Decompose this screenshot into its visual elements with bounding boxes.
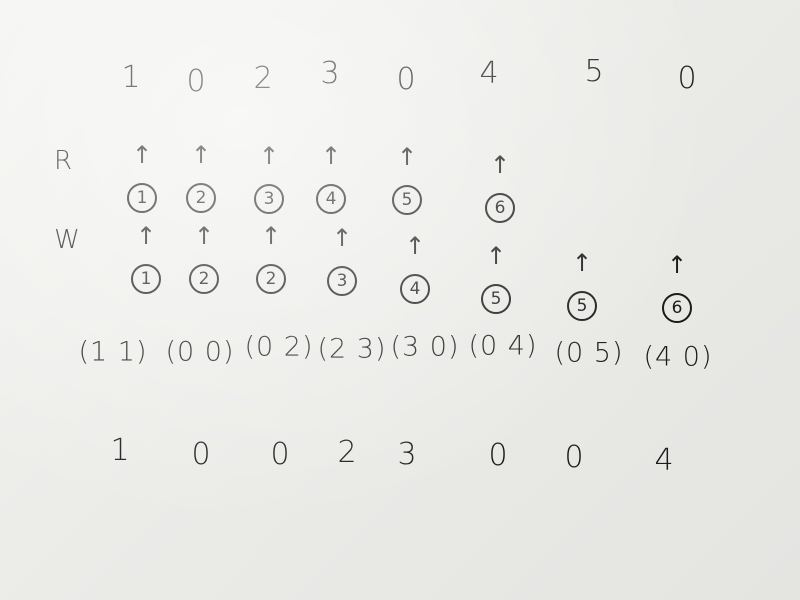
top-digit: 0 (186, 64, 206, 99)
write-pointer: ↑ 6 (657, 251, 697, 323)
pair: (2 3) (317, 333, 387, 365)
up-arrow-icon: ↑ (331, 224, 353, 252)
read-pointer: ↑ 4 (311, 142, 351, 214)
write-pointer-value: 5 (481, 284, 511, 314)
top-digit: 0 (677, 61, 697, 96)
write-pointer: ↑ 3 (322, 224, 362, 296)
bottom-digit: 0 (488, 438, 508, 473)
bottom-digit: 4 (654, 443, 674, 478)
write-pointer: ↑ 4 (395, 232, 435, 304)
write-pointer-value: 2 (189, 264, 219, 294)
read-pointer: ↑ 3 (249, 142, 289, 214)
read-pointer: ↑ 5 (387, 143, 427, 215)
pair: (0 4) (468, 330, 538, 362)
read-pointer-value: 2 (186, 183, 216, 213)
top-digit: 5 (584, 54, 604, 89)
read-pointer: ↑ 1 (122, 141, 162, 213)
write-pointer: ↑ 5 (562, 249, 602, 321)
write-pointer: ↑ 1 (126, 222, 166, 294)
top-digit: 0 (396, 62, 416, 97)
up-arrow-icon: ↑ (396, 143, 418, 171)
pair: (4 0) (643, 341, 713, 373)
bottom-digit: 3 (397, 437, 417, 472)
read-pointer-value: 5 (392, 185, 422, 215)
pair: (0 0) (165, 336, 235, 368)
write-pointer-value: 5 (567, 291, 597, 321)
read-pointer-value: 1 (127, 183, 157, 213)
read-pointer-value: 6 (485, 193, 515, 223)
bottom-digit: 0 (564, 440, 584, 475)
read-label: R (53, 146, 73, 176)
write-pointer-value: 2 (256, 264, 286, 294)
up-arrow-icon: ↑ (320, 142, 342, 170)
write-label: W (54, 225, 80, 255)
write-pointer: ↑ 2 (251, 222, 291, 294)
write-pointer-value: 6 (662, 293, 692, 323)
up-arrow-icon: ↑ (260, 222, 282, 250)
up-arrow-icon: ↑ (258, 142, 280, 170)
read-pointer: ↑ 6 (480, 151, 520, 223)
up-arrow-icon: ↑ (190, 141, 212, 169)
pair: (0 2) (244, 331, 314, 363)
top-digit: 4 (479, 56, 499, 91)
write-pointer-value: 4 (400, 274, 430, 304)
up-arrow-icon: ↑ (489, 151, 511, 179)
up-arrow-icon: ↑ (404, 232, 426, 260)
pair: (0 5) (554, 337, 624, 369)
read-pointer: ↑ 2 (181, 141, 221, 213)
read-pointer-value: 3 (254, 184, 284, 214)
write-pointer-value: 3 (327, 266, 357, 296)
top-digit: 2 (253, 61, 273, 96)
top-digit: 1 (121, 60, 141, 95)
up-arrow-icon: ↑ (666, 251, 688, 279)
bottom-digit: 0 (191, 437, 211, 472)
up-arrow-icon: ↑ (135, 222, 157, 250)
pair: (3 0) (390, 331, 460, 363)
up-arrow-icon: ↑ (485, 242, 507, 270)
pair: (1 1) (78, 336, 148, 368)
bottom-digit: 2 (337, 435, 357, 470)
write-pointer: ↑ 2 (184, 222, 224, 294)
up-arrow-icon: ↑ (131, 141, 153, 169)
bottom-digit: 1 (110, 433, 130, 468)
top-digit: 3 (320, 56, 340, 91)
write-pointer-value: 1 (131, 264, 161, 294)
up-arrow-icon: ↑ (571, 249, 593, 277)
write-pointer: ↑ 5 (476, 242, 516, 314)
bottom-digit: 0 (270, 437, 290, 472)
up-arrow-icon: ↑ (193, 222, 215, 250)
read-pointer-value: 4 (316, 184, 346, 214)
